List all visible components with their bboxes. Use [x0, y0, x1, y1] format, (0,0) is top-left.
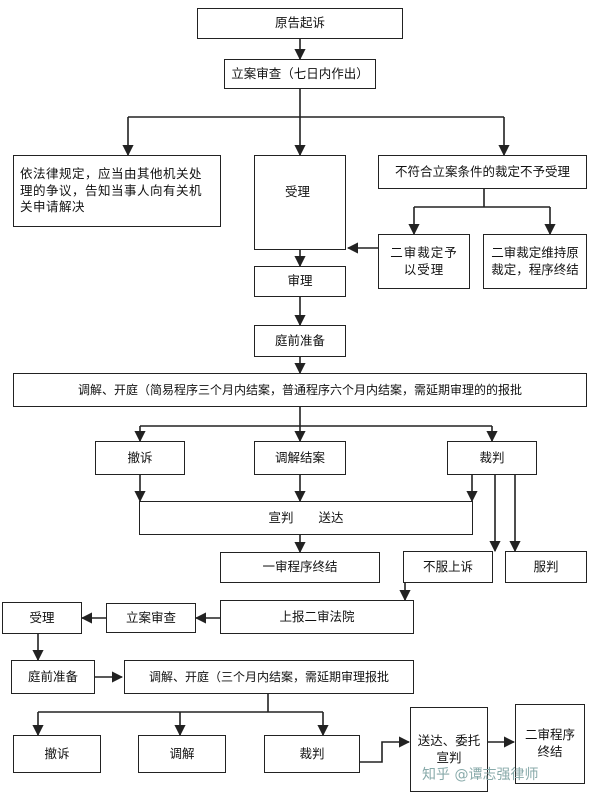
node-bufu-shangsu: 不服上诉 [403, 551, 493, 583]
node-xuanpan-songda: 宣判 送达 [139, 501, 473, 535]
node-ershen-weichi: 二审裁定维持原裁定，程序终结 [483, 234, 587, 289]
node-yishen-zhongjie: 一审程序终结 [220, 552, 380, 583]
zhihu-watermark: 知乎 @谭志强律师 [422, 763, 598, 785]
node-shenli: 审理 [254, 266, 346, 297]
node-tiaojie-jiean: 调解结案 [254, 441, 346, 475]
node-chesu: 撤诉 [95, 441, 185, 475]
node-shouli-2: 受理 [2, 602, 82, 634]
node-lian-shencha: 立案审查（七日内作出） [224, 59, 376, 89]
node-yuangao-qisu: 原告起诉 [197, 8, 403, 39]
node-caipan: 裁判 [447, 441, 537, 475]
node-bufuhe: 不符合立案条件的裁定不予受理 [378, 155, 587, 189]
node-songda-weituo: 送达、委托宣判 [410, 707, 488, 792]
node-tiaojie-kaiting-2: 调解、开庭（三个月内结案，需延期审理报批 [124, 660, 414, 694]
node-tingqian-zhunbei-2: 庭前准备 [11, 660, 95, 694]
arrow-caipan2-to-songda [360, 736, 411, 763]
node-tiaojie-2: 调解 [138, 735, 226, 773]
node-tingqian-zhunbei: 庭前准备 [254, 325, 346, 357]
node-lian-shencha-2: 立案审查 [106, 603, 196, 633]
node-caipan-2: 裁判 [264, 735, 360, 773]
node-ershen-zhongjie: 二审程序终结 [515, 704, 585, 784]
node-shouli: 受理 [254, 155, 346, 250]
node-tiaojie-kaiting: 调解、开庭（简易程序三个月内结案，普通程序六个月内结案，需延期审理的的报批 [13, 373, 587, 407]
node-yifa-guiding: 依法律规定，应当由其他机关处理的争议，告知当事人向有关机关申请解决 [13, 155, 221, 227]
node-ershen-shouli: 二审裁定予以受理 [378, 234, 470, 289]
node-fupan: 服判 [505, 551, 587, 583]
node-shangbao-ershen: 上报二审法院 [220, 600, 414, 634]
watermark-text: 知乎 @谭志强律师 [422, 767, 539, 783]
node-chesu-2: 撤诉 [13, 735, 101, 773]
